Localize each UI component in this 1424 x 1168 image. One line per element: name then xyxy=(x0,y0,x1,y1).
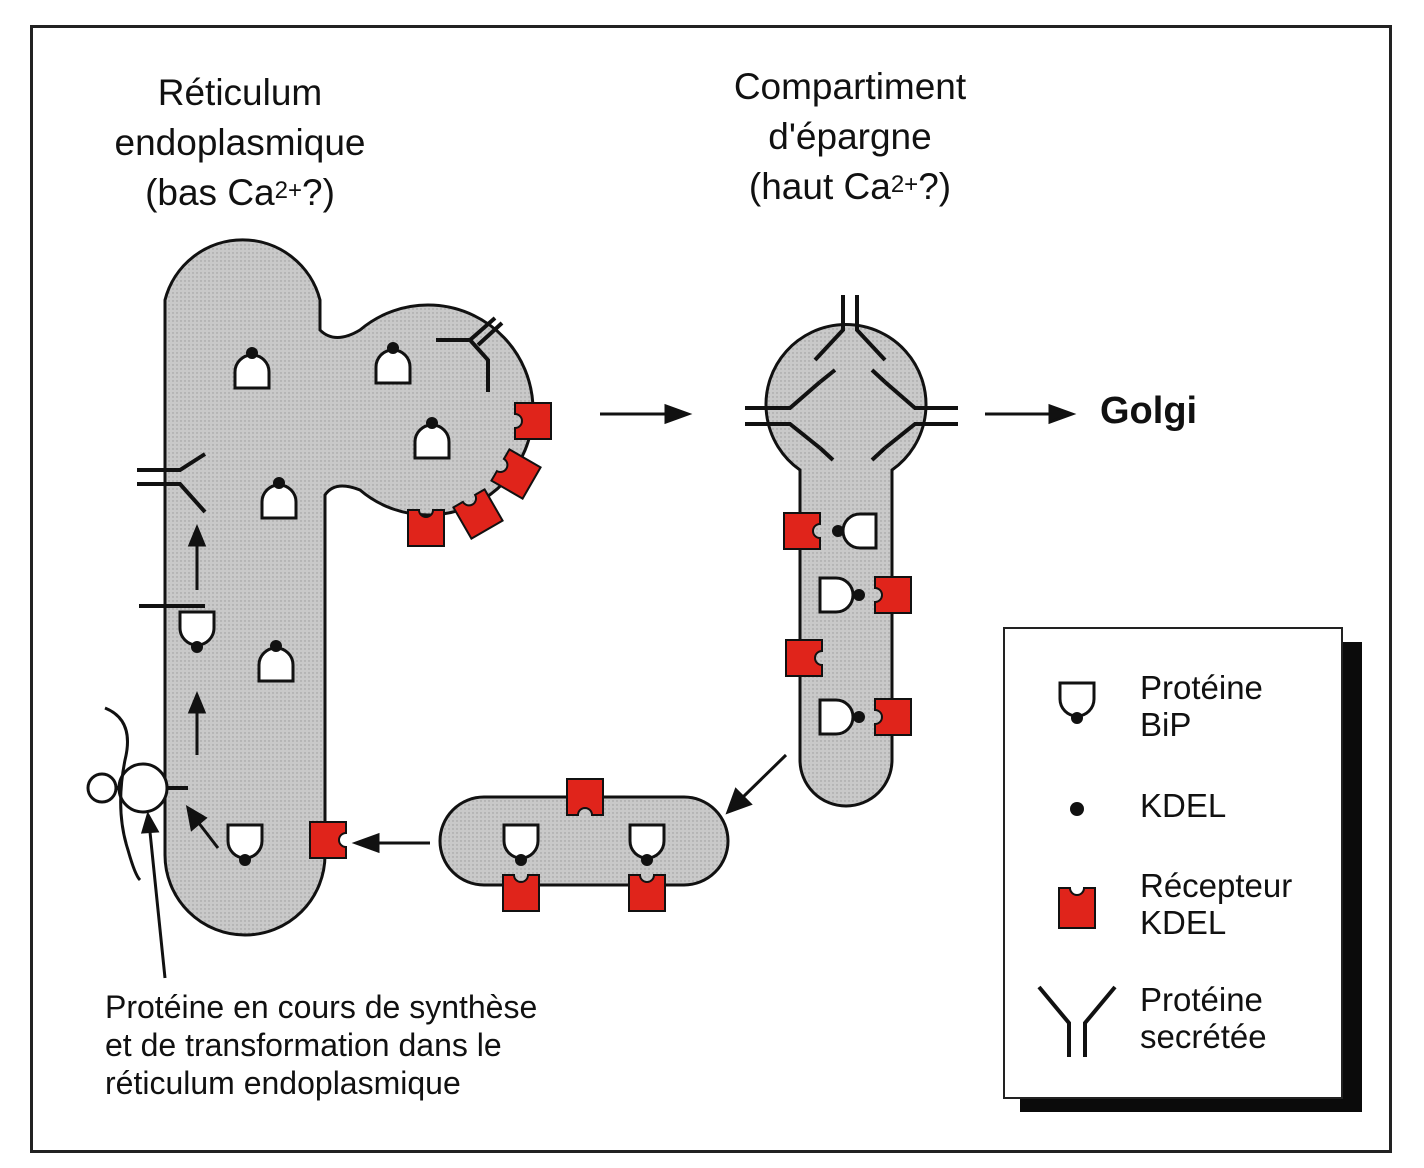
er-title-line3: (bas Ca2+?) xyxy=(70,168,410,218)
salvage-title: Compartiment d'épargne (haut Ca2+?) xyxy=(680,62,1020,212)
ribosome-icon xyxy=(86,706,169,882)
salvage-title-line2: d'épargne xyxy=(768,116,932,157)
figure-frame xyxy=(30,25,1392,1153)
ca-sup: 2+ xyxy=(890,171,919,198)
legend-receptor-line2: KDEL xyxy=(1140,904,1227,941)
transport-vesicle xyxy=(438,795,730,887)
er-title-line2: endoplasmique xyxy=(114,122,366,163)
kdel-receptor-icon xyxy=(1058,887,1096,929)
legend-bip-line1: Protéine xyxy=(1140,669,1263,706)
arrow-icon xyxy=(351,403,1077,854)
legend-secreted-label: Protéine secrétée xyxy=(1140,981,1267,1055)
bip-protein-icon xyxy=(1058,681,1096,724)
synthesis-caption: Protéine en cours de synthèse et de tran… xyxy=(105,988,537,1102)
er-ca-suffix: ?) xyxy=(302,172,335,213)
er-ca-prefix: (bas Ca xyxy=(145,172,275,213)
golgi-label: Golgi xyxy=(1100,390,1198,432)
legend: Protéine BiP KDEL Récepteur KDEL Protéin… xyxy=(1003,627,1343,1099)
caption-line1: Protéine en cours de synthèse xyxy=(105,989,538,1025)
er-title-line1: Réticulum xyxy=(157,72,323,113)
legend-bip-label: Protéine BiP xyxy=(1140,669,1263,743)
er-title: Réticulum endoplasmique (bas Ca2+?) xyxy=(70,68,410,218)
bip-protein-icon xyxy=(818,512,878,736)
ca-suffix: ?) xyxy=(918,166,952,207)
arrow-icon xyxy=(140,524,220,979)
legend-icons xyxy=(1037,681,1117,1057)
secreted-protein-icon xyxy=(137,316,504,514)
legend-kdel-label: KDEL xyxy=(1140,787,1227,824)
caption-line3: réticulum endoplasmique xyxy=(105,1065,461,1101)
ca-prefix: (haut Ca xyxy=(748,166,891,207)
caption-line2: et de transformation dans le xyxy=(105,1027,502,1063)
secreted-protein-icon xyxy=(1037,985,1117,1057)
legend-bip-line2: BiP xyxy=(1140,706,1192,743)
legend-receptor-label: Récepteur KDEL xyxy=(1140,867,1292,941)
legend-receptor-line1: Récepteur xyxy=(1140,867,1293,904)
legend-secreted-line2: secrétée xyxy=(1140,1018,1267,1055)
er-ca-sup: 2+ xyxy=(274,177,303,204)
kdel-receptor-icon xyxy=(309,821,347,859)
kdel-icon xyxy=(1070,802,1084,816)
secreted-protein-icon xyxy=(745,295,958,462)
salvage-title-line1: Compartiment xyxy=(733,66,967,107)
salvage-title-line3: (haut Ca2+?) xyxy=(680,162,1020,212)
legend-secreted-line1: Protéine xyxy=(1140,981,1263,1018)
